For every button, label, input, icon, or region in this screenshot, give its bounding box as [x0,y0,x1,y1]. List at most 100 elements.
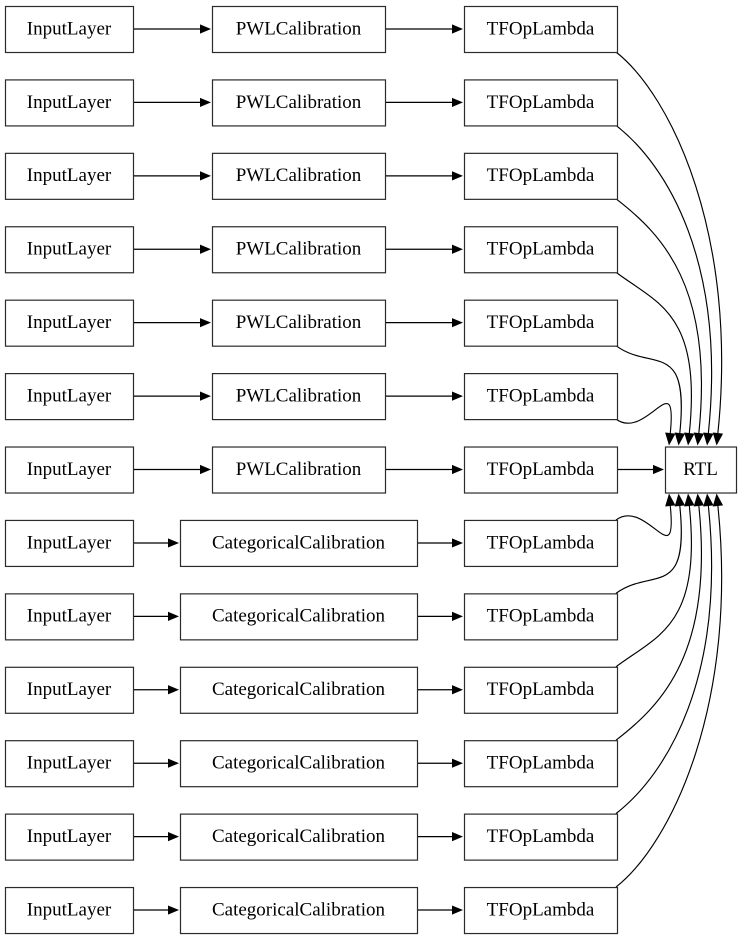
tfoplambda-label-1: TFOpLambda [487,92,595,113]
node-tfoplambda-7[interactable]: TFOpLambda [463,519,619,568]
input-layer-label-7: InputLayer [27,532,112,553]
node-input-layer-1[interactable]: InputLayer [4,79,135,127]
node-calibration-10[interactable]: CategoricalCalibration [179,740,419,788]
edge-calibration-4-to-lambda-arrowhead [452,318,463,328]
node-input-layer-2[interactable]: InputLayer [4,152,135,200]
node-tfoplambda-2[interactable]: TFOpLambda [463,152,619,200]
node-input-layer-1-box [4,79,135,127]
node-calibration-7-box [179,519,419,568]
edge-lambda-0-to-rtl-arrowhead [712,432,724,446]
node-calibration-1[interactable]: PWLCalibration [211,79,387,127]
node-calibration-12-box [179,886,419,935]
edge-input-9-to-calibration-arrowhead [168,685,179,695]
edge-calibration-5-to-lambda-arrowhead [452,391,463,401]
node-input-layer-0[interactable]: InputLayer [4,5,135,54]
edge-calibration-0-to-lambda-arrowhead [452,24,463,34]
node-tfoplambda-8[interactable]: TFOpLambda [463,593,619,641]
tfoplambda-label-12: TFOpLambda [487,899,595,920]
node-calibration-9[interactable]: CategoricalCalibration [179,666,419,714]
node-tfoplambda-12[interactable]: TFOpLambda [463,886,619,935]
node-input-layer-7[interactable]: InputLayer [4,519,135,568]
edges-layer [133,24,724,915]
edge-lambda-2-to-rtl-curve [615,198,703,435]
edge-input-8-to-calibration-arrowhead [168,611,179,621]
node-input-layer-4[interactable]: InputLayer [4,299,135,347]
node-calibration-12[interactable]: CategoricalCalibration [179,886,419,935]
node-input-layer-6-box [4,446,135,494]
edge-input-4-to-calibration [133,318,211,328]
node-input-layer-5-box [4,373,135,421]
node-tfoplambda-0[interactable]: TFOpLambda [463,5,619,54]
node-input-layer-2-box [4,152,135,200]
edge-lambda-5-to-rtl-arrowhead [665,432,676,446]
node-tfoplambda-11[interactable]: TFOpLambda [463,813,619,861]
calibration-label-11: CategoricalCalibration [212,826,386,847]
edge-lambda-9-to-rtl-arrowhead [684,493,695,507]
node-tfoplambda-10[interactable]: TFOpLambda [463,740,619,788]
edge-calibration-9-to-lambda [417,685,463,695]
edge-input-5-to-calibration-arrowhead [200,391,211,401]
node-input-layer-9[interactable]: InputLayer [4,666,135,714]
edge-calibration-12-to-lambda [417,905,463,915]
node-calibration-3[interactable]: PWLCalibration [211,226,387,274]
edge-lambda-6-to-rtl [617,464,664,475]
node-input-layer-8[interactable]: InputLayer [4,593,135,641]
node-tfoplambda-3[interactable]: TFOpLambda [463,226,619,274]
calibration-label-5: PWLCalibration [236,385,362,406]
edge-lambda-12-to-rtl-arrowhead [712,493,724,507]
node-calibration-4[interactable]: PWLCalibration [211,299,387,347]
edge-input-12-to-calibration [133,905,179,915]
calibration-label-6: PWLCalibration [236,459,362,480]
edge-lambda-7-to-rtl [615,493,676,536]
node-calibration-11-box [179,813,419,861]
node-rtl-output[interactable]: RTL [664,446,738,494]
node-input-layer-6[interactable]: InputLayer [4,446,135,494]
node-input-layer-10[interactable]: InputLayer [4,740,135,788]
edge-lambda-2-to-rtl [615,198,705,446]
input-layer-label-9: InputLayer [27,679,112,700]
node-tfoplambda-9[interactable]: TFOpLambda [463,666,619,714]
input-layer-label-3: InputLayer [27,239,112,260]
node-tfoplambda-1[interactable]: TFOpLambda [463,79,619,127]
node-input-layer-5[interactable]: InputLayer [4,373,135,421]
edge-calibration-10-to-lambda [417,758,463,768]
edge-input-4-to-calibration-arrowhead [200,318,211,328]
tfoplambda-label-2: TFOpLambda [487,165,595,186]
node-calibration-2[interactable]: PWLCalibration [211,152,387,200]
node-calibration-10-box [179,740,419,788]
input-layer-label-10: InputLayer [27,753,112,774]
node-calibration-1-box [211,79,387,127]
edge-calibration-1-to-lambda [385,97,463,108]
tfoplambda-label-3: TFOpLambda [487,239,595,260]
node-tfoplambda-4-box [463,299,619,347]
node-calibration-0[interactable]: PWLCalibration [211,5,387,54]
node-calibration-8[interactable]: CategoricalCalibration [179,593,419,641]
node-input-layer-11[interactable]: InputLayer [4,813,135,861]
node-calibration-5[interactable]: PWLCalibration [211,373,387,421]
node-calibration-11[interactable]: CategoricalCalibration [179,813,419,861]
edge-lambda-3-to-rtl-arrowhead [684,432,695,446]
node-input-layer-3[interactable]: InputLayer [4,226,135,274]
edge-lambda-3-to-rtl [615,271,695,446]
node-input-layer-0-box [4,5,135,54]
edge-calibration-12-to-lambda-arrowhead [452,905,463,915]
node-calibration-7[interactable]: CategoricalCalibration [179,519,419,568]
node-tfoplambda-5[interactable]: TFOpLambda [463,373,619,421]
node-calibration-6[interactable]: PWLCalibration [211,446,387,494]
edge-lambda-0-to-rtl [615,51,724,446]
edge-input-2-to-calibration-arrowhead [200,171,211,181]
tfoplambda-label-10: TFOpLambda [487,753,595,774]
edge-input-3-to-calibration-arrowhead [200,244,211,254]
calibration-label-1: PWLCalibration [236,92,362,113]
node-tfoplambda-4[interactable]: TFOpLambda [463,299,619,347]
node-input-layer-12[interactable]: InputLayer [4,886,135,935]
node-tfoplambda-6[interactable]: TFOpLambda [463,446,619,494]
edge-lambda-7-to-rtl-arrowhead [665,493,676,507]
node-tfoplambda-10-box [463,740,619,788]
node-input-layer-10-box [4,740,135,788]
calibration-label-12: CategoricalCalibration [212,899,386,920]
input-layer-label-5: InputLayer [27,385,112,406]
edge-lambda-8-to-rtl-arrowhead [674,493,685,507]
edge-lambda-11-to-rtl-curve [615,504,713,815]
input-layer-label-8: InputLayer [27,606,112,627]
